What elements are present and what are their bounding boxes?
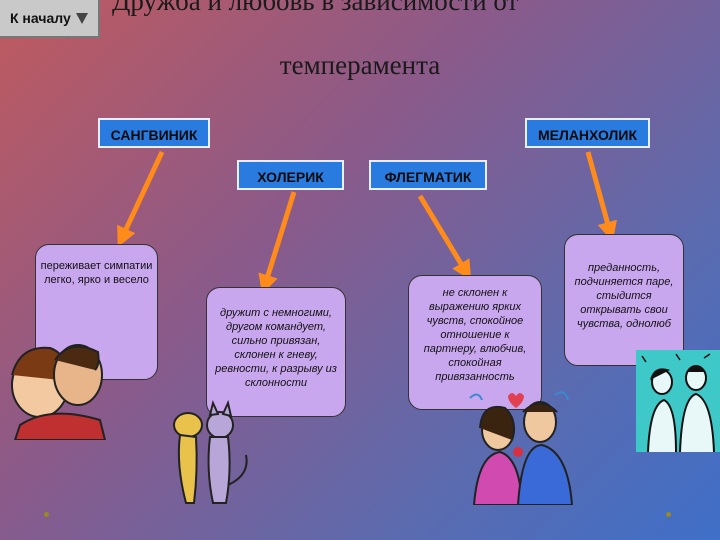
desc-phlegmatic: не склонен к выражению ярких чувств, спо… [408,275,542,410]
box-phlegmatic[interactable]: ФЛЕГМАТИК [369,160,487,190]
couple-clipart-sanguine [11,344,107,440]
box-choleric[interactable]: ХОЛЕРИК [237,160,344,190]
arrow-melancholic [585,151,617,242]
start-button[interactable]: К началу [0,0,100,38]
box-sanguine[interactable]: САНГВИНИК [98,118,210,148]
arrow-phlegmatic [417,194,472,281]
box-melancholic[interactable]: МЕЛАНХОЛИК [525,118,650,148]
desc-melancholic-text: преданность, подчиняется паре, стыдится … [574,262,674,330]
desc-sanguine-text: переживает симпатии легко, ярко и весело [40,260,153,286]
desc-choleric-text: дружит с немногими, другом командует, си… [215,307,337,389]
page-title-line2: темперамента [279,50,441,80]
start-button-label: К началу [10,10,71,26]
marker-dot-left [44,512,49,517]
couple-flower-clipart [469,391,574,505]
desc-melancholic: преданность, подчиняется паре, стыдится … [564,234,684,366]
cat-dog-clipart [173,399,248,504]
desc-choleric: дружит с немногими, другом командует, си… [206,287,346,417]
couple-sketch-clipart [636,350,720,452]
arrow-sanguine [117,150,165,248]
home-arrow-icon [76,13,88,24]
page-title-line1: Дружба и любовь в зависимости от [112,0,519,16]
marker-dot-right [666,512,671,517]
arrow-choleric [258,191,297,295]
desc-phlegmatic-text: не склонен к выражению ярких чувств, спо… [423,287,527,383]
